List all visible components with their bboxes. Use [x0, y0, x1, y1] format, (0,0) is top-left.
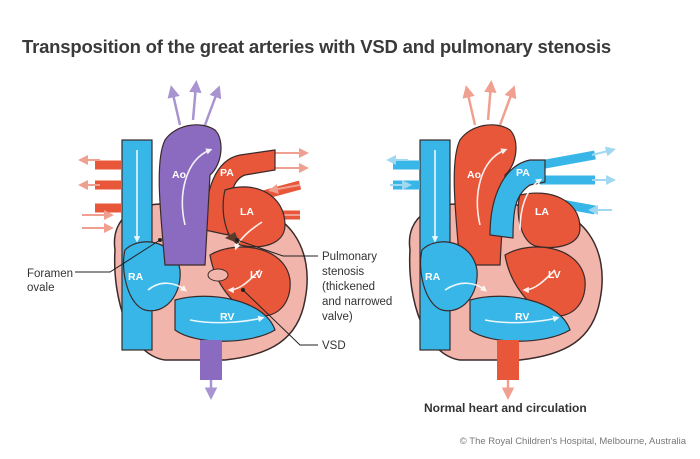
- right-heart-diagram: Ao PA LA RA LV RV: [386, 80, 616, 400]
- right-ra: [419, 241, 478, 312]
- right-label-rv: RV: [515, 311, 529, 323]
- left-la: [222, 186, 286, 248]
- left-outlet-vessel: [200, 340, 222, 380]
- right-heart-caption: Normal heart and circulation: [424, 401, 587, 415]
- right-lv: [504, 246, 586, 317]
- left-internal-flow: [133, 148, 265, 324]
- right-arrows-left: [386, 155, 412, 190]
- page-title: Transposition of the great arteries with…: [22, 36, 611, 57]
- left-label-ra: RA: [128, 271, 144, 283]
- left-label-ao: Ao: [172, 169, 186, 181]
- copyright-credit: © The Royal Children's Hospital, Melbour…: [459, 436, 686, 447]
- left-heart-diagram: Ao PA LA RA LV RV Foramen ovale Pulmonar…: [27, 80, 392, 400]
- left-aorta: [158, 124, 222, 266]
- stenosis-label-2: stenosis: [322, 266, 364, 278]
- left-callout-lines: [75, 239, 318, 346]
- right-aortic-arrows: [462, 80, 517, 126]
- stenosis-label-3: (thickened: [322, 281, 375, 293]
- left-rv: [174, 295, 276, 342]
- right-rv: [469, 295, 571, 342]
- right-label-ao: Ao: [467, 169, 481, 181]
- left-aortic-arrows: [167, 80, 222, 400]
- stenosis-label-5: valve): [322, 311, 353, 323]
- left-label-la: LA: [240, 206, 254, 218]
- vsd-label: VSD: [322, 340, 346, 352]
- left-lv: [209, 246, 291, 317]
- right-pulmonary-artery: [489, 159, 546, 239]
- foramen-label-2: ovale: [27, 282, 55, 294]
- right-label-lv: LV: [548, 269, 561, 281]
- foramen-label-1: Foramen: [27, 268, 73, 280]
- stenosis-label-1: Pulmonary: [322, 251, 377, 263]
- left-systemic-vessels: [95, 160, 122, 213]
- left-vsd-hole: [207, 268, 229, 282]
- right-descending-vessel: [497, 340, 519, 380]
- stenosis-label-4: and narrowed: [322, 296, 392, 308]
- right-lung-arrows-right: [588, 146, 616, 215]
- left-label-rv: RV: [220, 311, 234, 323]
- right-internal-flow: [431, 148, 560, 324]
- left-label-lv: LV: [250, 269, 263, 281]
- right-label-pa: PA: [516, 167, 530, 179]
- right-systemic-veins: [393, 160, 420, 190]
- right-label-ra: RA: [425, 271, 441, 283]
- right-label-la: LA: [535, 206, 549, 218]
- left-label-pa: PA: [220, 167, 234, 179]
- left-arrows-left: [78, 155, 114, 233]
